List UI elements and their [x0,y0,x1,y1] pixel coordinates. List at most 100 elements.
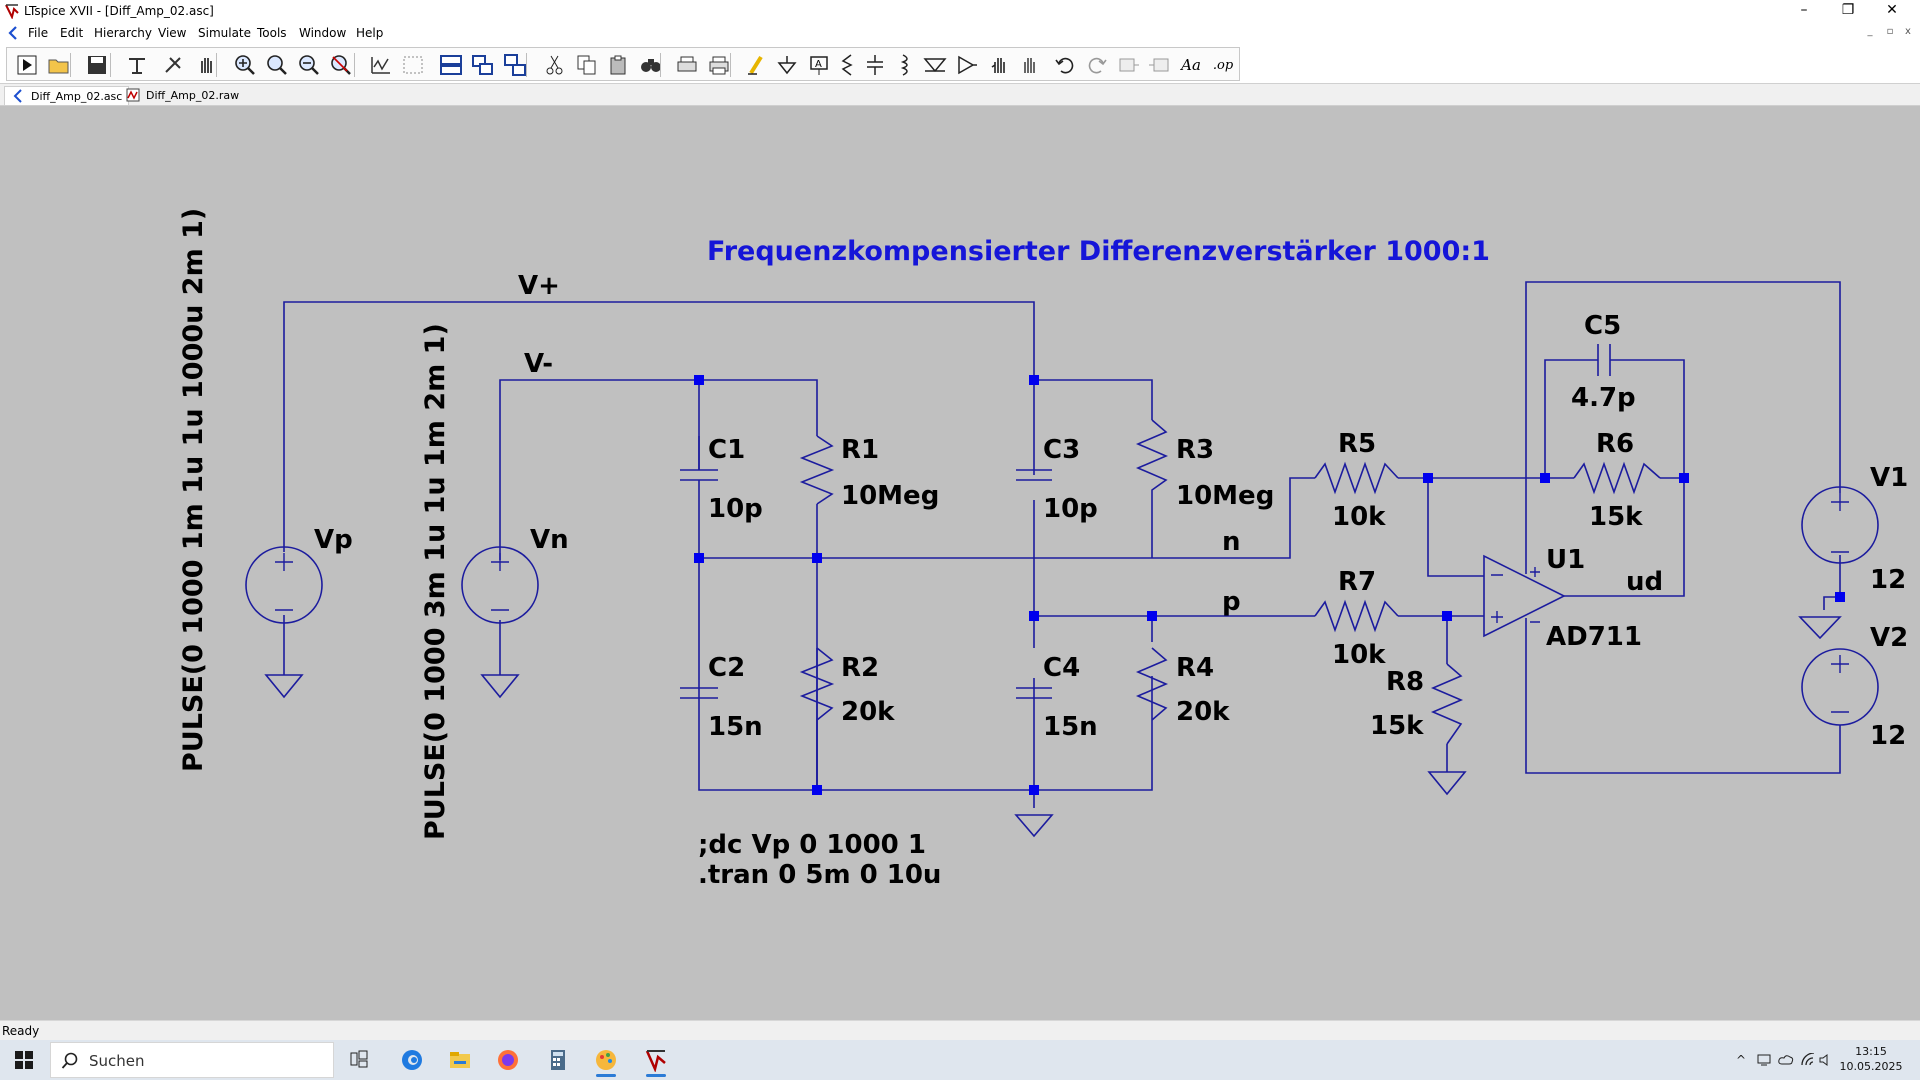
net-label-n[interactable]: n [1222,527,1241,557]
tray-cloud-icon[interactable] [1776,1040,1796,1080]
tray-overflow-button[interactable]: ^ [1735,1053,1747,1067]
r8-name[interactable]: R8 [1386,667,1424,697]
toolbar-cut-button[interactable] [542,52,568,78]
toolbar-save-button[interactable] [84,52,110,78]
menu-file[interactable]: File [28,26,49,40]
mdi-close-button[interactable]: x [1905,26,1911,37]
taskbar-ltspice-app[interactable] [636,1042,676,1078]
c2-value[interactable]: 15n [708,712,763,742]
r8-value[interactable]: 15k [1370,711,1424,741]
source-vn-name[interactable]: Vn [530,525,569,555]
toolbar-zoom-cancel-button[interactable] [328,52,354,78]
source-vp-value[interactable]: PULSE(0 1000 1m 1u 1u 1000u 2m 1) [178,208,209,772]
toolbar-drag-button[interactable] [1016,52,1042,78]
r4-value[interactable]: 20k [1176,697,1230,727]
schematic-title[interactable]: Frequenzkompensierter Differenzverstärke… [707,236,1490,267]
spice-directive-dc[interactable]: ;dc Vp 0 1000 1 [698,830,926,860]
source-v1-value[interactable]: 12 [1870,565,1906,595]
c3-name[interactable]: C3 [1043,435,1080,465]
toolbar-text-button[interactable]: Aa [1178,52,1204,78]
schematic-canvas[interactable]: Frequenzkompensierter Differenzverstärke… [0,106,1920,1020]
toolbar-find-button[interactable] [638,52,664,78]
tray-monitor-icon[interactable] [1754,1040,1774,1080]
toolbar-spice-directive-button[interactable]: .op [1210,52,1236,78]
menu-simulate[interactable]: Simulate [198,26,252,40]
u1-value[interactable]: AD711 [1546,622,1642,652]
r6-value[interactable]: 15k [1589,502,1643,532]
toolbar-control-panel-button[interactable] [124,52,150,78]
schematic-drawing[interactable]: Frequenzkompensierter Differenzverstärke… [0,106,1920,1020]
source-vp-name[interactable]: Vp [314,525,353,555]
toolbar-cursor-button[interactable] [400,52,426,78]
net-label-ud[interactable]: ud [1626,567,1663,597]
close-button[interactable]: ✕ [1886,2,1898,18]
menu-help[interactable]: Help [356,26,384,40]
toolbar-redo-button[interactable] [1084,52,1110,78]
spice-directive-tran[interactable]: .tran 0 5m 0 10u [698,860,941,890]
menu-edit[interactable]: Edit [60,26,84,40]
r3-name[interactable]: R3 [1176,435,1214,465]
taskbar-paint-app[interactable] [586,1042,626,1078]
tray-wifi-icon[interactable] [1798,1040,1818,1080]
r4-name[interactable]: R4 [1176,653,1214,683]
u1-name[interactable]: U1 [1546,545,1585,575]
toolbar-move-button[interactable] [986,52,1012,78]
c5-name[interactable]: C5 [1584,311,1621,341]
toolbar-print-setup-button[interactable] [674,52,700,78]
toolbar-tile-horizontal-button[interactable] [438,52,464,78]
maximize-button[interactable]: ❐ [1841,2,1855,18]
r3-value[interactable]: 10Meg [1176,481,1274,511]
toolbar-tile-vertical-button[interactable] [470,52,496,78]
toolbar-zoom-in-button[interactable] [232,52,258,78]
c4-name[interactable]: C4 [1043,653,1080,683]
r5-name[interactable]: R5 [1338,429,1376,459]
source-v2-name[interactable]: V2 [1870,623,1908,653]
taskbar-calculator[interactable] [538,1042,578,1078]
tray-volume-icon[interactable] [1818,1040,1834,1080]
net-label-vplus[interactable]: V+ [518,271,560,301]
toolbar-pan-button[interactable] [194,52,220,78]
toolbar-component-button[interactable] [954,52,980,78]
c1-value[interactable]: 10p [708,494,763,524]
tab-waveform[interactable]: Diff_Amp_02.raw [120,86,245,105]
r1-value[interactable]: 10Meg [841,481,939,511]
tab-schematic[interactable]: Diff_Amp_02.asc [4,86,130,105]
minimize-button[interactable]: – [1800,2,1808,18]
taskbar-clock[interactable]: 13:15 10.05.2025 [1830,1044,1912,1074]
c2-name[interactable]: C2 [708,653,745,683]
c3-value[interactable]: 10p [1043,494,1098,524]
mdi-restore-button[interactable]: ▫ [1886,26,1894,37]
schematic-doc-icon[interactable] [6,25,20,41]
toolbar-draw-wire-button[interactable] [744,52,770,78]
toolbar-undo-button[interactable] [1052,52,1078,78]
r5-value[interactable]: 10k [1332,502,1386,532]
menu-tools[interactable]: Tools [257,26,287,40]
c5-value[interactable]: 4.7p [1571,383,1636,413]
source-v1-name[interactable]: V1 [1870,463,1908,493]
toolbar-ground-button[interactable] [774,52,800,78]
toolbar-zoom-fit-button[interactable] [264,52,290,78]
toolbar-run-button[interactable] [14,52,40,78]
toolbar-copy-button[interactable] [574,52,600,78]
c1-name[interactable]: C1 [708,435,745,465]
toolbar-capacitor-button[interactable] [862,52,888,78]
toolbar-inductor-button[interactable] [892,52,918,78]
r1-name[interactable]: R1 [841,435,879,465]
source-v2-value[interactable]: 12 [1870,721,1906,751]
start-button[interactable] [0,1040,48,1080]
toolbar-print-button[interactable] [706,52,732,78]
r2-name[interactable]: R2 [841,653,879,683]
toolbar-autorange-button[interactable] [368,52,394,78]
net-label-vminus[interactable]: V- [524,349,553,379]
toolbar-paste-button[interactable] [606,52,632,78]
menu-hierarchy[interactable]: Hierarchy [94,26,153,40]
r6-name[interactable]: R6 [1596,429,1634,459]
toolbar-halt-button[interactable] [160,52,186,78]
taskbar-search-box[interactable]: Suchen [50,1042,334,1078]
toolbar-open-button[interactable] [46,52,72,78]
taskbar-task-view[interactable] [340,1042,380,1078]
menu-view[interactable]: View [158,26,187,40]
toolbar-rotate-button[interactable] [1116,52,1142,78]
r2-value[interactable]: 20k [841,697,895,727]
toolbar-resistor-button[interactable] [834,52,860,78]
